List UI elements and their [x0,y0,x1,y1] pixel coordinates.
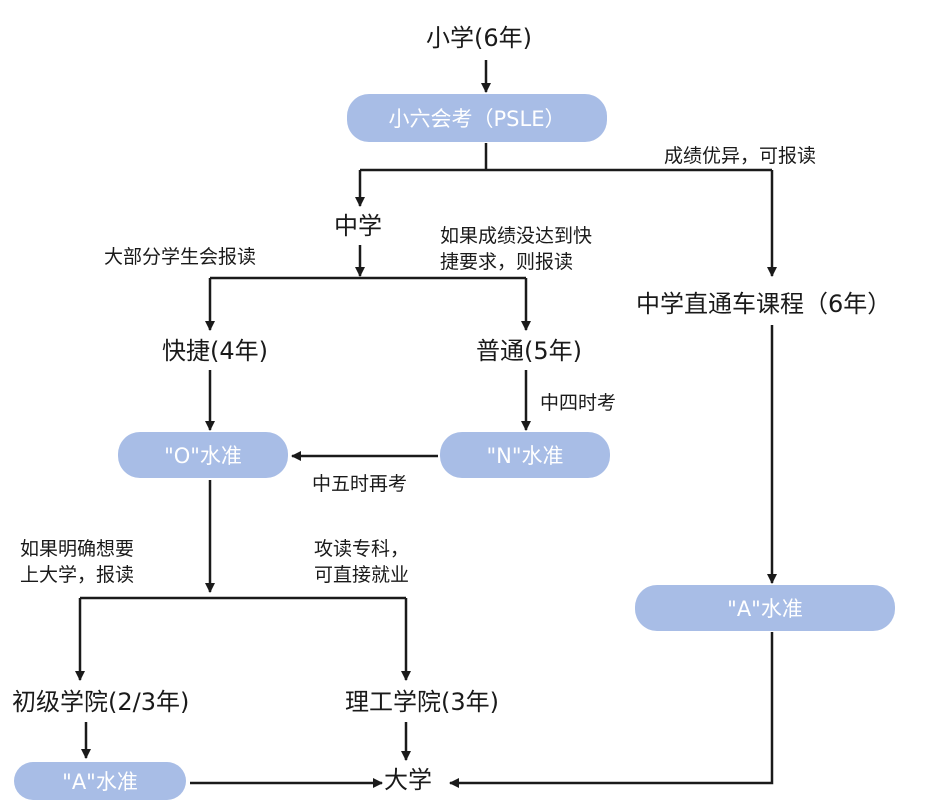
label-most-students: 大部分学生会报读 [104,246,257,268]
label-not-express-2: 捷要求，则报读 [440,251,574,273]
label-sec4-exam: 中四时考 [540,392,617,414]
label-not-express-1: 如果成绩没达到快 [440,225,593,247]
label-diploma-1: 攻读专科， [314,538,410,560]
node-a-level-jc: "A"水准 [14,762,186,800]
node-jc: 初级学院(2/3年) [12,688,190,716]
node-secondary: 中学 [334,212,382,240]
node-express: 快捷(4年) [162,337,268,365]
node-primary: 小学(6年) [426,24,532,52]
label-excellent: 成绩优异，可报读 [664,145,817,167]
arrow-a-ip-to-university [449,632,774,788]
node-normal: 普通(5年) [476,337,582,365]
node-a-level-ip: "A"水准 [635,585,895,631]
node-psle: 小六会考（PSLE） [347,94,607,142]
node-ip: 中学直通车课程（6年） [636,290,892,318]
label-univ-intent-1: 如果明确想要 [20,538,135,560]
node-poly: 理工学院(3年) [345,688,499,716]
label-sec5-retake: 中五时再考 [312,473,408,495]
node-university: 大学 [384,766,432,794]
label-univ-intent-2: 上大学，报读 [20,564,135,586]
node-o-level: "O"水准 [118,432,288,478]
node-n-level: "N"水准 [440,432,610,478]
label-diploma-2: 可直接就业 [314,564,410,586]
